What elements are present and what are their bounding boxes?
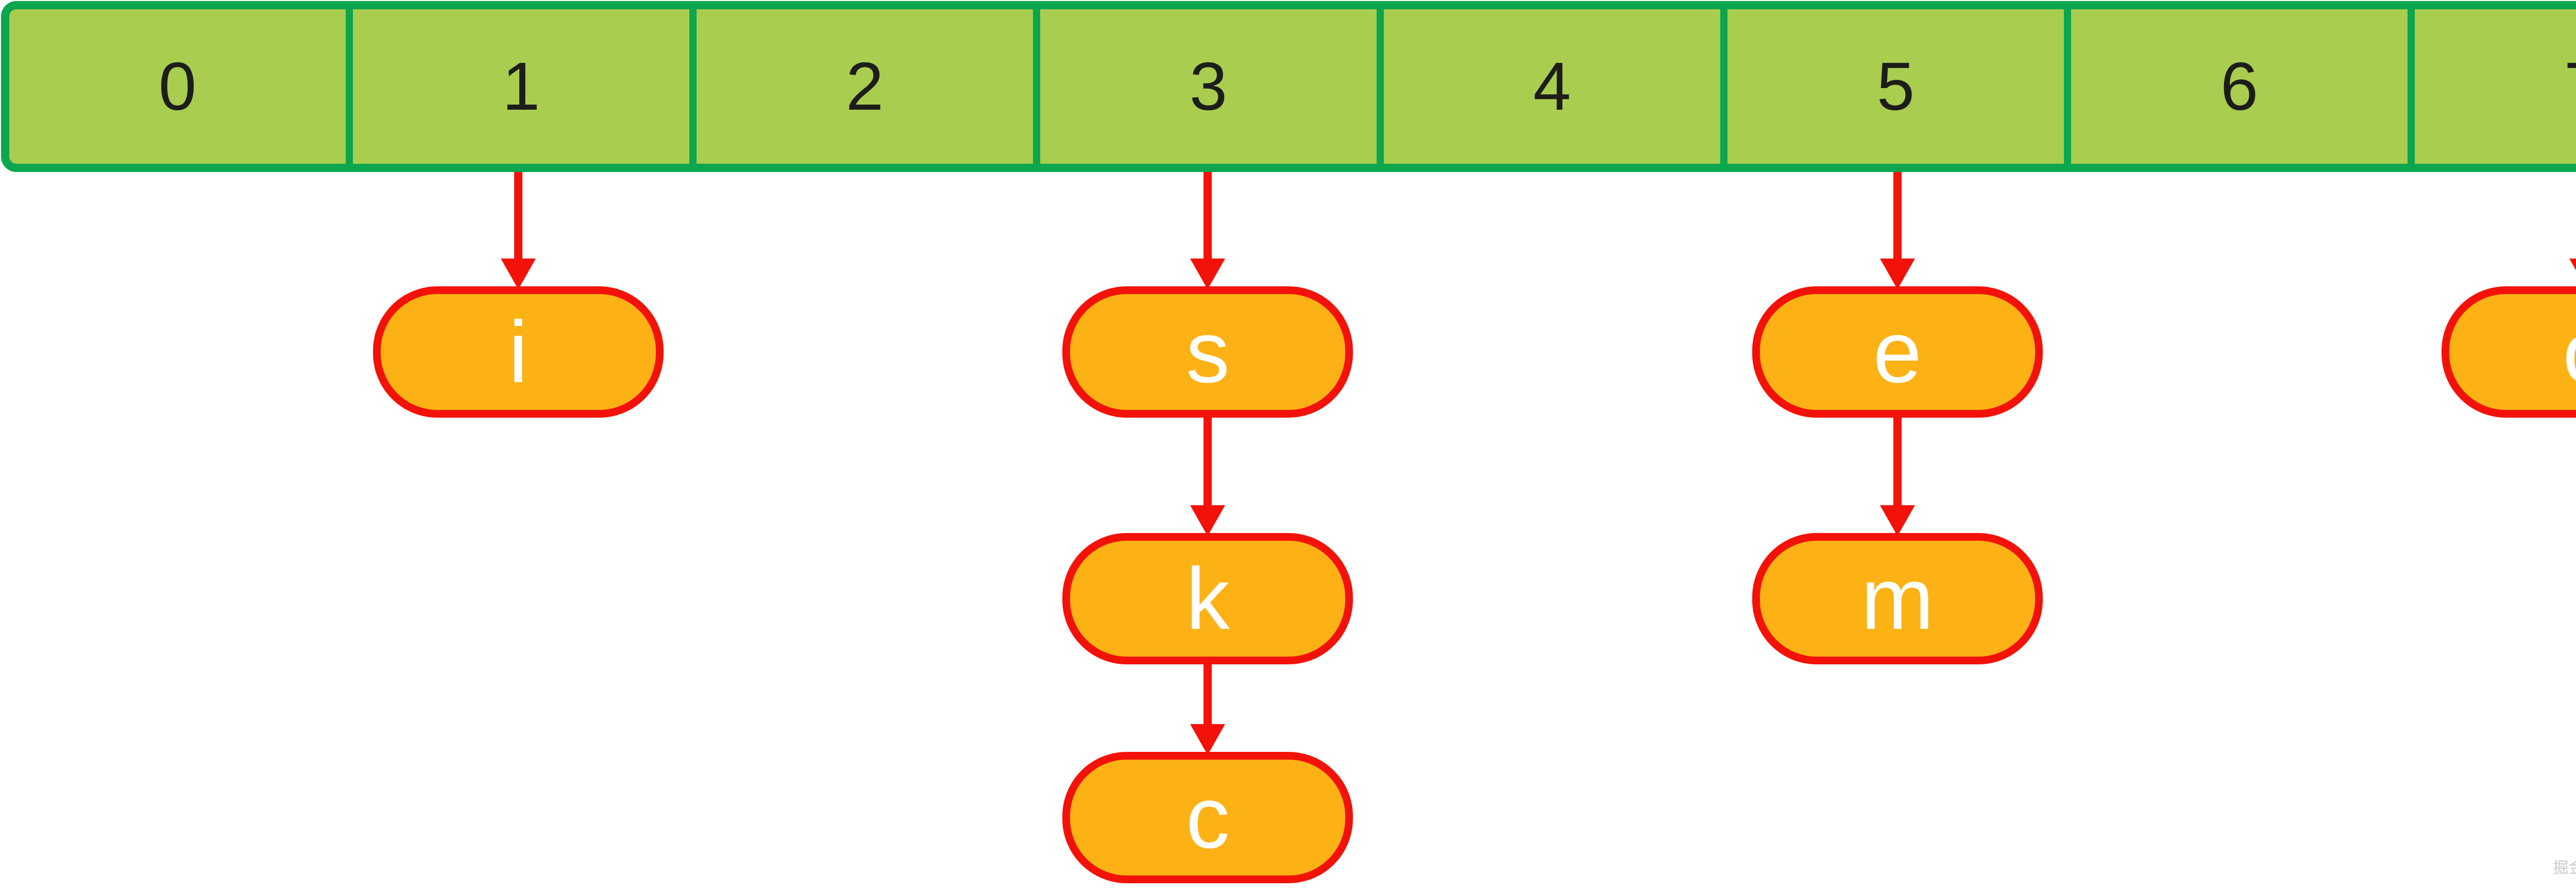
array-index-label: 1 [502, 48, 540, 124]
array-index-label: 7 [2564, 53, 2576, 121]
chain-node-o: o [2442, 286, 2576, 418]
arrow-head-icon [1190, 724, 1226, 755]
chain-node-k: k [1062, 533, 1353, 664]
array-cell-4: 4 [1384, 9, 1727, 164]
arrow-head-icon [1190, 505, 1226, 536]
chain-node-s: s [1062, 286, 1353, 418]
arrow-head-icon [500, 259, 536, 289]
watermark: 掘金技术社区 @ 大明哥09 [2553, 860, 2576, 877]
array-index-label: 3 [1189, 48, 1228, 124]
bucket-arrow-cell-5 [1879, 172, 1915, 289]
array-cell-1: 1 [353, 9, 697, 164]
chain-node-c: c [1062, 752, 1353, 883]
chain-node-m: m [1752, 533, 2043, 664]
node-value-label: m [1861, 549, 1934, 648]
arrow-shaft [1893, 415, 1902, 510]
arrow-head-icon [2569, 259, 2576, 289]
chain-arrow-k-to-c [1190, 661, 1226, 755]
array-cell-0: 0 [9, 9, 353, 164]
array-index-label: 6 [2220, 48, 2259, 124]
arrow-shaft [1204, 661, 1212, 729]
bucket-arrow-cell-3 [1190, 172, 1226, 289]
bucket-arrow-cell-7 [2569, 172, 2576, 289]
array-cell-7: 7 [2415, 9, 2576, 164]
array-index-label: 5 [1876, 48, 1915, 124]
array-index-label: 2 [845, 48, 884, 124]
array-cell-2: 2 [697, 9, 1040, 164]
hash-array: 0 1 2 3 4 5 6 7 [1, 1, 2576, 172]
node-value-label: k [1185, 549, 1230, 648]
bucket-arrow-cell-1 [500, 172, 536, 289]
arrow-shaft [1893, 172, 1902, 264]
node-value-label: o [2563, 308, 2576, 396]
node-value-label: i [508, 303, 528, 401]
chain-node-i: i [372, 286, 664, 418]
arrow-shaft [514, 172, 522, 264]
array-cell-3: 3 [1040, 9, 1384, 164]
arrow-head-icon [1879, 259, 1915, 289]
arrow-head-icon [1190, 259, 1226, 289]
array-index-label: 4 [1533, 48, 1571, 124]
arrow-head-icon [1879, 505, 1915, 536]
node-value-label: s [1185, 303, 1230, 401]
array-index-label: 0 [158, 48, 197, 124]
array-cell-6: 6 [2071, 9, 2415, 164]
chain-node-e: e [1752, 286, 2043, 418]
arrow-shaft [1204, 172, 1212, 264]
chain-arrow-s-to-k [1190, 415, 1226, 536]
node-value-label: e [1873, 303, 1922, 401]
chain-arrow-e-to-m [1879, 415, 1915, 536]
arrow-shaft [1204, 415, 1212, 510]
node-value-label: c [1185, 768, 1230, 867]
array-cell-5: 5 [1727, 9, 2071, 164]
